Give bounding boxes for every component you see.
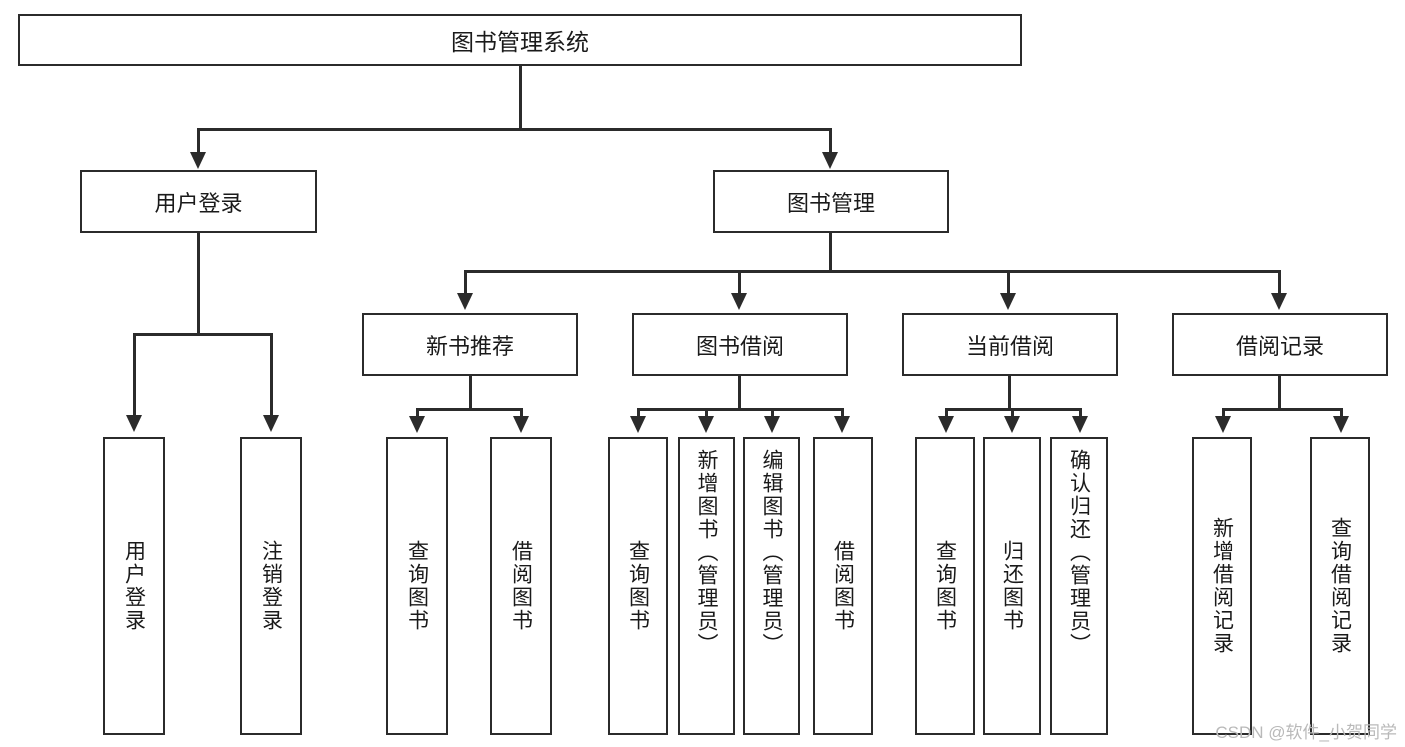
connector-user-login-leg-1 <box>133 333 136 417</box>
leaf-new-book-borrow-book[interactable]: 借阅图书 <box>490 437 552 735</box>
arrow-to-user-login <box>190 152 206 169</box>
arrow-to-leaf-book-borrow-2 <box>698 416 714 433</box>
node-label: 图书借阅 <box>695 333 784 359</box>
node-borrow-record[interactable]: 借阅记录 <box>1172 313 1388 376</box>
leaf-label: 查询图书 <box>626 540 650 632</box>
leaf-label: 编辑图书（管理员） <box>760 449 783 656</box>
arrow-to-leaf-user-login-2 <box>263 415 279 432</box>
connector-current-borrow-leg-3 <box>1079 408 1082 418</box>
connector-level2-bus <box>197 128 832 131</box>
node-label: 借阅记录 <box>1235 333 1324 359</box>
leaf-label: 归还图书 <box>1000 540 1024 632</box>
leaf-label: 查询图书 <box>405 540 429 632</box>
connector-book-borrow-leg-2 <box>705 408 708 418</box>
leaf-label: 查询图书 <box>933 540 957 632</box>
node-label: 新书推荐 <box>425 333 514 359</box>
arrow-to-leaf-book-borrow-4 <box>834 416 850 433</box>
node-label: 图书管理 <box>786 190 875 216</box>
node-book-management[interactable]: 图书管理 <box>713 170 949 233</box>
leaf-book-borrow-query-book[interactable]: 查询图书 <box>608 437 668 735</box>
leaf-borrow-record-add-record[interactable]: 新增借阅记录 <box>1192 437 1252 735</box>
connector-level2-leg-user-login <box>197 128 200 155</box>
connector-book-management-stem <box>829 233 832 272</box>
connector-current-borrow-leg-2 <box>1011 408 1014 418</box>
connector-current-borrow-leg-1 <box>945 408 948 418</box>
arrow-to-new-book-recommend <box>457 293 473 310</box>
connector-level3-bus <box>464 270 1280 273</box>
connector-current-borrow-stem <box>1008 376 1011 410</box>
arrow-to-leaf-borrow-record-2 <box>1333 416 1349 433</box>
connector-book-borrow-leg-3 <box>771 408 774 418</box>
leaf-book-borrow-edit-book-admin[interactable]: 编辑图书（管理员） <box>743 437 800 735</box>
leaf-label: 新增图书（管理员） <box>695 449 718 656</box>
connector-user-login-stem <box>197 233 200 335</box>
connector-book-borrow-bus <box>637 408 843 411</box>
node-root-book-management-system[interactable]: 图书管理系统 <box>18 14 1022 66</box>
connector-book-borrow-stem <box>738 376 741 410</box>
arrow-to-borrow-record <box>1271 293 1287 310</box>
leaf-label: 新增借阅记录 <box>1210 517 1234 655</box>
arrow-to-book-borrow <box>731 293 747 310</box>
leaf-user-login-logout[interactable]: 注销登录 <box>240 437 302 735</box>
connector-book-borrow-leg-1 <box>637 408 640 418</box>
leaf-borrow-record-query-record[interactable]: 查询借阅记录 <box>1310 437 1370 735</box>
leaf-current-borrow-return-book[interactable]: 归还图书 <box>983 437 1041 735</box>
connector-user-login-leg-2 <box>270 333 273 417</box>
connector-new-book-stem <box>469 376 472 410</box>
connector-level3-leg-borrow-record <box>1278 270 1281 295</box>
node-label: 图书管理系统 <box>451 29 589 55</box>
connector-root-stem <box>519 66 522 130</box>
leaf-new-book-query-book[interactable]: 查询图书 <box>386 437 448 735</box>
connector-new-book-leg-2 <box>520 408 523 418</box>
arrow-to-leaf-book-borrow-3 <box>764 416 780 433</box>
connector-borrow-record-stem <box>1278 376 1281 410</box>
connector-new-book-leg-1 <box>416 408 419 418</box>
connector-level2-leg-book-management <box>829 128 832 155</box>
arrow-to-book-management <box>822 152 838 169</box>
connector-borrow-record-bus <box>1222 408 1340 411</box>
arrow-to-leaf-new-book-1 <box>409 416 425 433</box>
node-label: 当前借阅 <box>965 333 1054 359</box>
node-label: 用户登录 <box>154 190 243 216</box>
connector-borrow-record-leg-1 <box>1222 408 1225 418</box>
connector-book-borrow-leg-4 <box>841 408 844 418</box>
leaf-label: 确认归还（管理员） <box>1067 449 1091 656</box>
leaf-label: 借阅图书 <box>509 540 533 632</box>
arrow-to-leaf-current-borrow-1 <box>938 416 954 433</box>
connector-level3-leg-new-book <box>464 270 467 295</box>
connector-user-login-bus <box>133 333 272 336</box>
connector-level3-leg-current-borrow <box>1007 270 1010 295</box>
node-current-borrow[interactable]: 当前借阅 <box>902 313 1118 376</box>
connector-level3-leg-book-borrow <box>738 270 741 295</box>
leaf-label: 用户登录 <box>122 540 146 632</box>
node-user-login[interactable]: 用户登录 <box>80 170 317 233</box>
leaf-current-borrow-query-book[interactable]: 查询图书 <box>915 437 975 735</box>
connector-new-book-bus <box>416 408 522 411</box>
leaf-label: 查询借阅记录 <box>1328 517 1352 655</box>
arrow-to-current-borrow <box>1000 293 1016 310</box>
arrow-to-leaf-new-book-2 <box>513 416 529 433</box>
node-book-borrow[interactable]: 图书借阅 <box>632 313 848 376</box>
arrow-to-leaf-user-login-1 <box>126 415 142 432</box>
arrow-to-leaf-book-borrow-1 <box>630 416 646 433</box>
leaf-user-login-login[interactable]: 用户登录 <box>103 437 165 735</box>
arrow-to-leaf-borrow-record-1 <box>1215 416 1231 433</box>
arrow-to-leaf-current-borrow-2 <box>1004 416 1020 433</box>
arrow-to-leaf-current-borrow-3 <box>1072 416 1088 433</box>
connector-borrow-record-leg-2 <box>1340 408 1343 418</box>
leaf-label: 借阅图书 <box>831 540 855 632</box>
leaf-book-borrow-borrow-book[interactable]: 借阅图书 <box>813 437 873 735</box>
leaf-label: 注销登录 <box>259 540 283 632</box>
leaf-book-borrow-add-book-admin[interactable]: 新增图书（管理员） <box>678 437 735 735</box>
node-new-book-recommend[interactable]: 新书推荐 <box>362 313 578 376</box>
leaf-current-borrow-confirm-return-admin[interactable]: 确认归还（管理员） <box>1050 437 1108 735</box>
